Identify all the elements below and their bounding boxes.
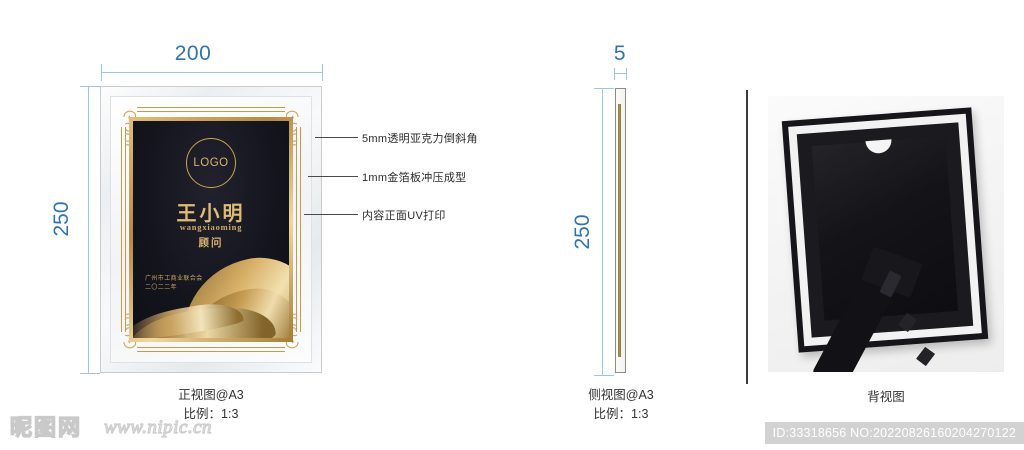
side-thickness-dimension-line [614, 73, 627, 74]
gold-rule-left-2 [125, 127, 126, 332]
front-height-tick-top [80, 86, 100, 87]
section-divider [746, 90, 748, 384]
front-view-plaque: LOGO 王小明 wangxiaoming 顾问 广州市工商业联合会 二〇二二年 [100, 86, 322, 373]
gold-rule-top-1 [137, 107, 285, 108]
front-width-tick-right [322, 64, 323, 81]
callout-label-3: 内容正面UV打印 [362, 210, 446, 222]
easel-stand-slot [915, 346, 936, 368]
front-width-tick-left [101, 64, 102, 81]
front-width-dimension-label: 200 [174, 42, 212, 65]
plaque-inner-frame: LOGO 王小明 wangxiaoming 顾问 广州市工商业联合会 二〇二二年 [110, 96, 312, 363]
side-thickness-tick-left [614, 68, 615, 80]
side-view-caption: 侧视图@A3 比例：1:3 [588, 386, 653, 424]
gold-rule-bottom-1 [137, 351, 285, 352]
gold-rule-right-2 [296, 127, 297, 332]
side-view-caption-line2: 比例：1:3 [593, 407, 649, 421]
front-view-caption-line2: 比例：1:3 [183, 407, 239, 421]
issuing-org-line2: 二〇二二年 [145, 285, 178, 291]
back-view-photo [768, 96, 1004, 372]
watermark-id-badge: ID:33318656 NO:20220826160204270122 [764, 422, 1024, 444]
callout-leader-line-1 [315, 137, 358, 138]
callout-label-2: 1mm金箔板冲压成型 [362, 172, 467, 184]
front-height-dimension-label: 250 [50, 201, 73, 237]
recipient-title: 顾问 [198, 237, 224, 249]
hanging-notch [865, 139, 893, 155]
side-view-gold-foil-layer [618, 104, 621, 357]
front-height-dimension-line [88, 86, 89, 374]
callout-leader-line-2 [308, 176, 358, 177]
issuing-org-line1: 广州市工商业联合会 [145, 276, 203, 282]
front-width-dimension-line [101, 72, 323, 73]
side-thickness-dimension-label: 5 [613, 42, 627, 65]
gold-rule-bottom-2 [137, 347, 285, 348]
watermark-url: www.nipic.cn [103, 416, 213, 438]
side-view-caption-line1: 侧视图@A3 [588, 388, 654, 402]
side-thickness-tick-right [626, 68, 627, 80]
gold-rule-left-1 [121, 127, 122, 332]
back-view-caption: 背视图 [867, 390, 905, 404]
recipient-name-pinyin: wangxiaoming [179, 222, 243, 232]
plaque-back-frame [781, 107, 989, 353]
logo-label: LOGO [193, 157, 229, 169]
callout-leader-line-3 [304, 214, 358, 215]
watermark-logo: 昵图网 [9, 415, 83, 441]
gold-rule-top-2 [137, 111, 285, 112]
side-height-dimension-line [602, 88, 603, 376]
front-view-caption: 正视图@A3 比例：1:3 [178, 386, 243, 424]
front-height-tick-bottom [80, 373, 100, 374]
side-height-tick-top [594, 88, 614, 89]
front-view-caption-line1: 正视图@A3 [178, 388, 244, 402]
recipient-name-cn: 王小明 [176, 201, 246, 225]
gold-rule-right-1 [300, 127, 301, 332]
logo-placeholder: LOGO [186, 138, 236, 188]
side-height-tick-bottom [594, 375, 614, 376]
side-height-dimension-label: 250 [571, 214, 594, 250]
plaque-content-panel: LOGO 王小明 wangxiaoming 顾问 广州市工商业联合会 二〇二二年 [129, 117, 293, 342]
callout-label-1: 5mm透明亚克力倒斜角 [362, 133, 478, 145]
